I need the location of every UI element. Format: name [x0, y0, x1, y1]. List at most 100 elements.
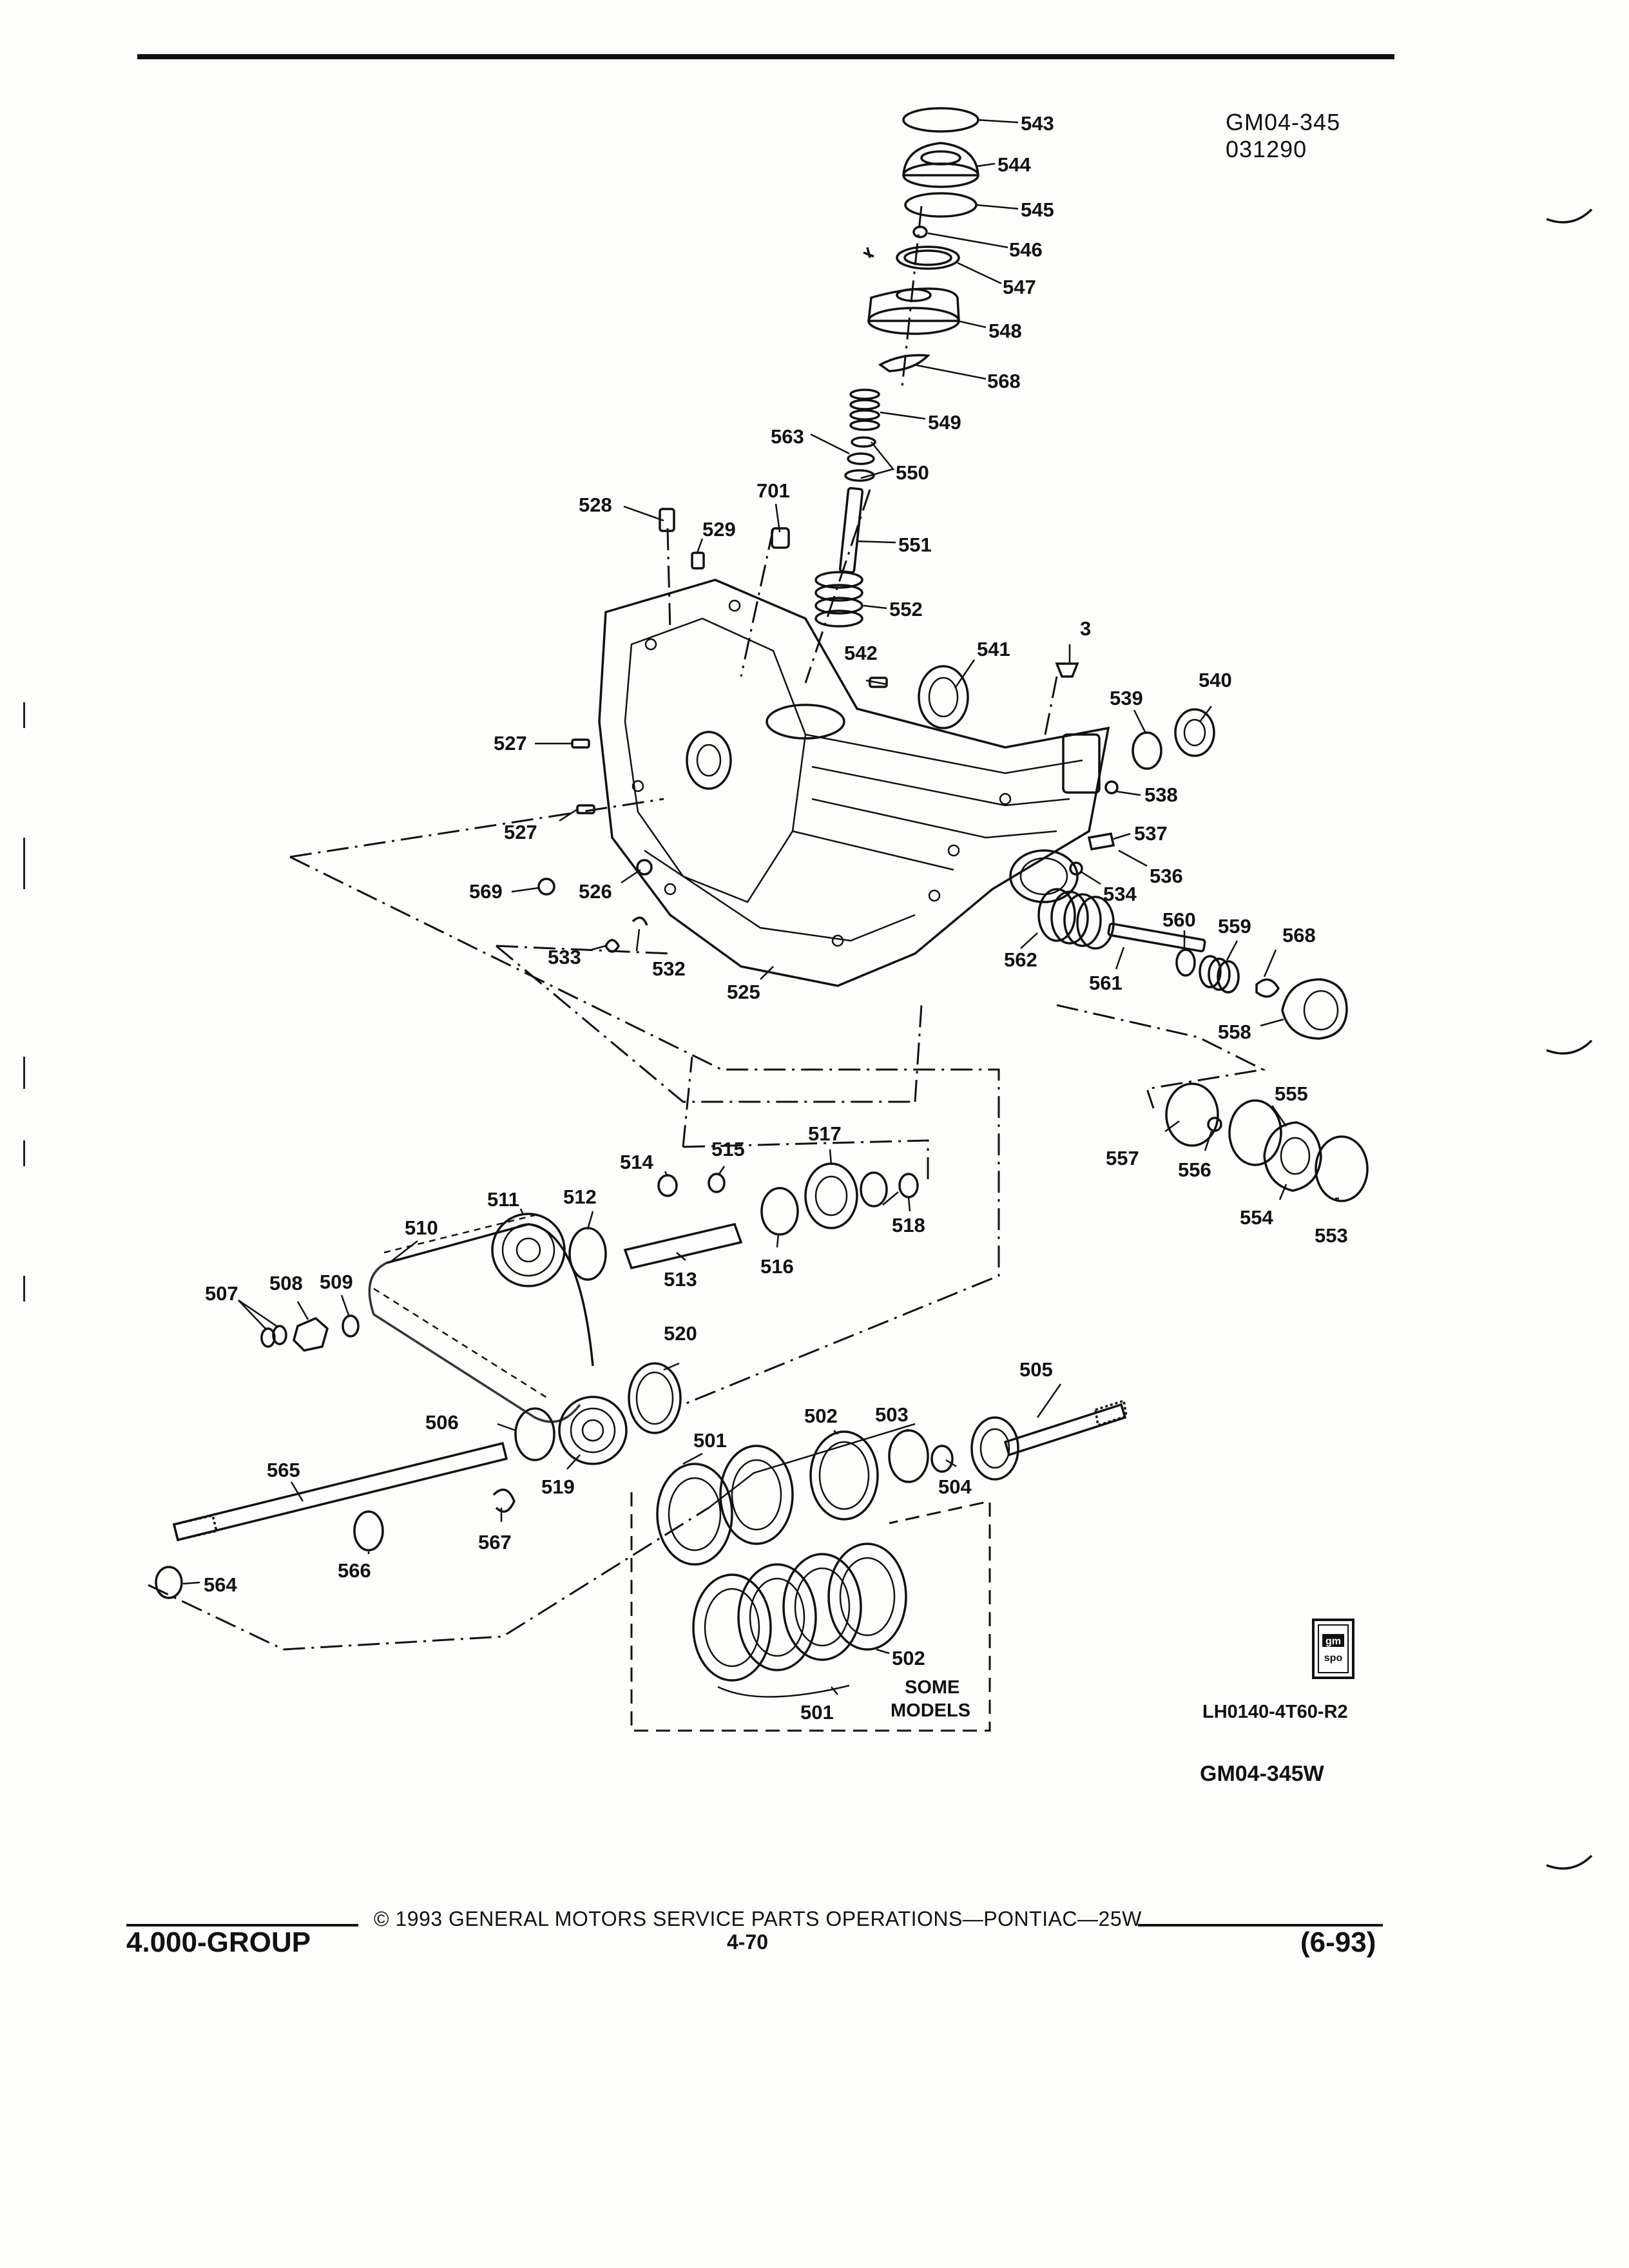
callout-label: 513 [664, 1268, 697, 1291]
assembly-line [289, 856, 1000, 1406]
clutch-plate-part [809, 1430, 879, 1521]
callout-label: 556 [1178, 1158, 1211, 1181]
thrust-washer-part [514, 1407, 555, 1461]
seal-part [1132, 731, 1162, 770]
top-rule [137, 54, 1394, 59]
vent-part [1055, 662, 1079, 678]
governor-stack-group [771, 107, 979, 628]
callout-label: 502 [804, 1405, 838, 1427]
callout-label: 545 [1021, 198, 1054, 221]
callout-label: 525 [727, 981, 760, 1003]
seal-part [155, 1566, 183, 1599]
callout-label: 559 [1218, 915, 1251, 937]
callout-label: 547 [1003, 276, 1036, 298]
callout-label: 527 [494, 732, 527, 754]
callout-label: 552 [889, 598, 923, 620]
callout-label: 510 [405, 1216, 438, 1239]
pin-part [571, 738, 590, 749]
bracket-line [717, 1684, 850, 1698]
washer-part [851, 436, 876, 448]
callout-label: 542 [844, 642, 878, 664]
callout-label: 549 [928, 411, 961, 434]
cover-part [902, 142, 979, 177]
clip-part [604, 939, 621, 953]
o-ring-part [1165, 1082, 1219, 1147]
callout-label: 508 [269, 1272, 303, 1294]
seal-part-inner [928, 677, 959, 718]
assembly-line [496, 945, 671, 955]
page-curl-mark [1546, 1854, 1593, 1870]
ball-part [1207, 1117, 1222, 1132]
footer-rule-left [126, 1924, 358, 1927]
bearing-part [353, 1510, 384, 1552]
some-models-box [630, 1492, 991, 1732]
seal-part-inner [903, 249, 952, 266]
input-gear-part [970, 1416, 1019, 1481]
nut-part [293, 1316, 329, 1352]
washer-part [844, 469, 875, 482]
snap-ring-part [902, 107, 979, 133]
scan-mark [23, 1140, 25, 1166]
governor-body-part [867, 287, 960, 322]
screw-part [1104, 780, 1119, 794]
washer-part [847, 452, 875, 465]
input-gear-hub [979, 1428, 1010, 1469]
callout-label: 509 [320, 1271, 353, 1293]
assembly-line [289, 798, 664, 858]
callout-label: 540 [1199, 669, 1232, 691]
drive-gear-part [804, 1162, 858, 1229]
bushing-part [1174, 708, 1215, 757]
callout-label: 512 [563, 1186, 597, 1208]
callout-label: 502 [892, 1647, 925, 1669]
servo-cover-hub [1280, 1137, 1311, 1175]
callout-label: 562 [1004, 948, 1037, 971]
callout-label: 561 [1089, 972, 1123, 994]
servo-cover-part [1263, 1121, 1322, 1192]
screw-part [1069, 861, 1083, 876]
callout-label: 532 [652, 957, 686, 980]
callout-labels: 543 544 545 546 547 548 568 549 550 563 … [204, 112, 1348, 1724]
plug-part [537, 878, 555, 896]
callout-label: 520 [664, 1322, 697, 1345]
assembly-line [682, 1056, 693, 1148]
servo-pin-part [1107, 922, 1206, 953]
plug-part [636, 859, 653, 876]
callout-label: 527 [504, 821, 537, 843]
shaft-part [838, 486, 864, 574]
assembly-line [666, 528, 671, 632]
callout-label: 541 [977, 638, 1010, 660]
logo-text: gm [1325, 1636, 1341, 1647]
pin-part [863, 247, 874, 258]
clutch-plate-inner [818, 1441, 870, 1510]
leader-lines [182, 119, 1339, 1695]
callout-label: 566 [338, 1559, 371, 1582]
retainer-part [878, 354, 930, 372]
servo-spring-part [1037, 888, 1115, 950]
bracket-line [708, 1423, 916, 1508]
snap-ring-part [492, 1488, 516, 1513]
callout-label: 529 [702, 518, 736, 541]
callout-label: 504 [938, 1475, 972, 1498]
assembly-line [914, 1004, 923, 1102]
assembly-line [682, 1139, 929, 1179]
gear-teeth-part [860, 1171, 888, 1207]
callout-label: 538 [1144, 783, 1178, 806]
snap-ring-part [657, 1174, 678, 1197]
bolt-part [691, 552, 705, 570]
callout-label: 551 [898, 533, 932, 556]
callout-label: 544 [998, 153, 1031, 176]
callout-label: 516 [760, 1255, 794, 1278]
ball-part [912, 226, 928, 238]
output-shaft-splines [172, 1514, 218, 1542]
cover-part-hub [920, 150, 961, 166]
callout-label: 701 [757, 479, 790, 502]
footer-page-number: 4-70 [727, 1930, 769, 1954]
callout-label: 503 [875, 1403, 909, 1426]
some-models-note: MODELS [891, 1700, 970, 1721]
bushing-part [898, 1173, 919, 1198]
callout-label: 563 [771, 425, 804, 448]
retainer-part [1255, 978, 1280, 998]
washer-part [342, 1314, 360, 1338]
callout-label: 506 [425, 1411, 459, 1434]
